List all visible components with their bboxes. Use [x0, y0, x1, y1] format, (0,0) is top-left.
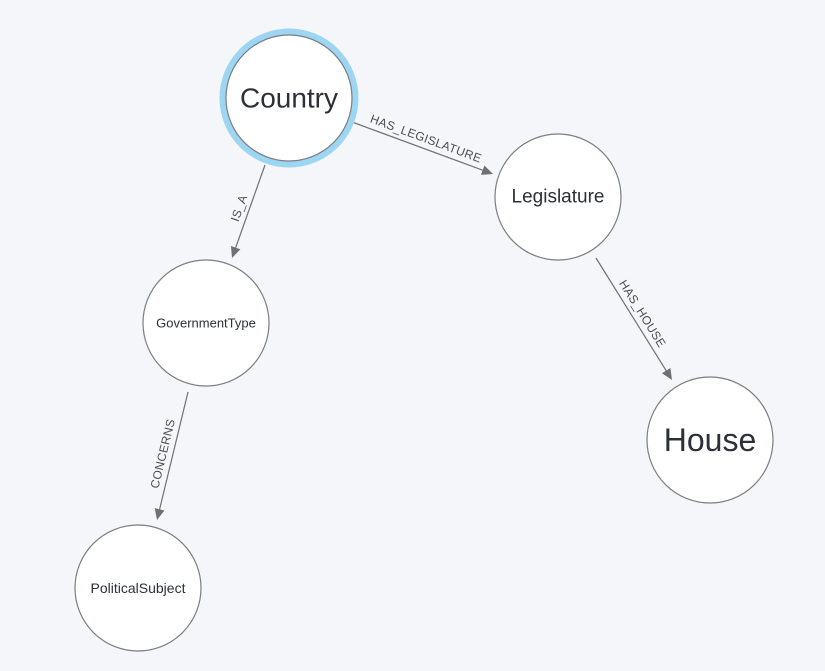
- node-label: PoliticalSubject: [91, 580, 186, 596]
- node-country[interactable]: Country: [219, 28, 359, 168]
- nodes-layer: CountryLegislatureGovernmentTypeHousePol…: [74, 28, 774, 652]
- edge-line[interactable]: [351, 121, 483, 171]
- node-political-subject[interactable]: PoliticalSubject: [74, 524, 202, 652]
- node-circle[interactable]: [225, 34, 353, 162]
- edge-line[interactable]: [595, 257, 667, 371]
- edge-line[interactable]: [159, 391, 189, 510]
- node-circle[interactable]: [74, 524, 202, 652]
- edge-line[interactable]: [235, 164, 266, 248]
- arrow-head-icon: [661, 368, 672, 380]
- arrow-head-icon: [480, 165, 493, 175]
- node-label: House: [664, 422, 757, 458]
- edge-concerns[interactable]: CONCERNS: [148, 391, 189, 520]
- edge-has-house[interactable]: HAS_HOUSE: [595, 257, 672, 380]
- node-label: Country: [240, 83, 338, 114]
- node-house[interactable]: House: [646, 376, 774, 504]
- edge-has-legislature[interactable]: HAS_LEGISLATURE: [351, 112, 493, 175]
- node-legislature[interactable]: Legislature: [494, 133, 622, 261]
- edge-label: IS_A: [228, 193, 250, 223]
- edge-label: HAS_HOUSE: [616, 277, 668, 350]
- node-label: GovernmentType: [156, 316, 256, 331]
- arrow-head-icon: [230, 245, 241, 258]
- edge-label: HAS_LEGISLATURE: [368, 112, 483, 166]
- node-circle[interactable]: [142, 259, 270, 387]
- node-government-type[interactable]: GovernmentType: [142, 259, 270, 387]
- node-label: Legislature: [512, 187, 605, 208]
- node-circle[interactable]: [646, 376, 774, 504]
- node-circle[interactable]: [494, 133, 622, 261]
- arrow-head-icon: [154, 508, 165, 520]
- selection-halo: [219, 28, 359, 168]
- edge-is-a[interactable]: IS_A: [228, 164, 266, 258]
